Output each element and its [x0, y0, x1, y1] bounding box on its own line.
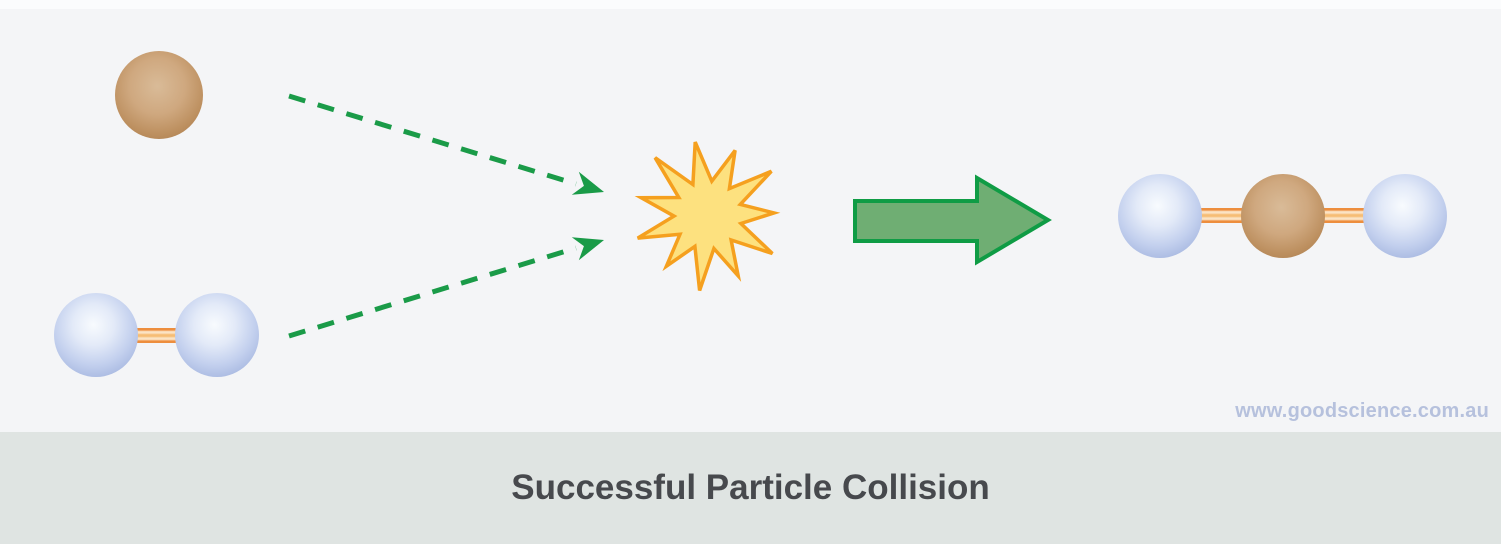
product-blue-atom-left [1118, 174, 1202, 258]
dashed-arrow-top-line [288, 93, 577, 187]
dashed-arrow-bottom-line [288, 245, 577, 339]
reactant-blue-atom-left [54, 293, 138, 377]
watermark-url: www.goodscience.com.au [1235, 400, 1489, 422]
product-brown-atom [1241, 174, 1325, 258]
dashed-arrow-top [288, 93, 604, 195]
top-highlight-band [0, 0, 1501, 9]
dashed-arrow-bottom-head-icon [571, 237, 604, 261]
caption-bar: Successful Particle Collision [0, 432, 1501, 544]
diagram-title: Successful Particle Collision [511, 468, 990, 507]
reactant-blue-atom-right [175, 293, 259, 377]
collision-starburst-icon [634, 141, 781, 292]
reactant-brown-atom [115, 51, 203, 139]
dashed-arrow-bottom [288, 237, 604, 339]
reaction-arrow-icon [853, 174, 1052, 266]
product-blue-atom-right [1363, 174, 1447, 258]
dashed-arrow-top-head-icon [571, 171, 604, 195]
